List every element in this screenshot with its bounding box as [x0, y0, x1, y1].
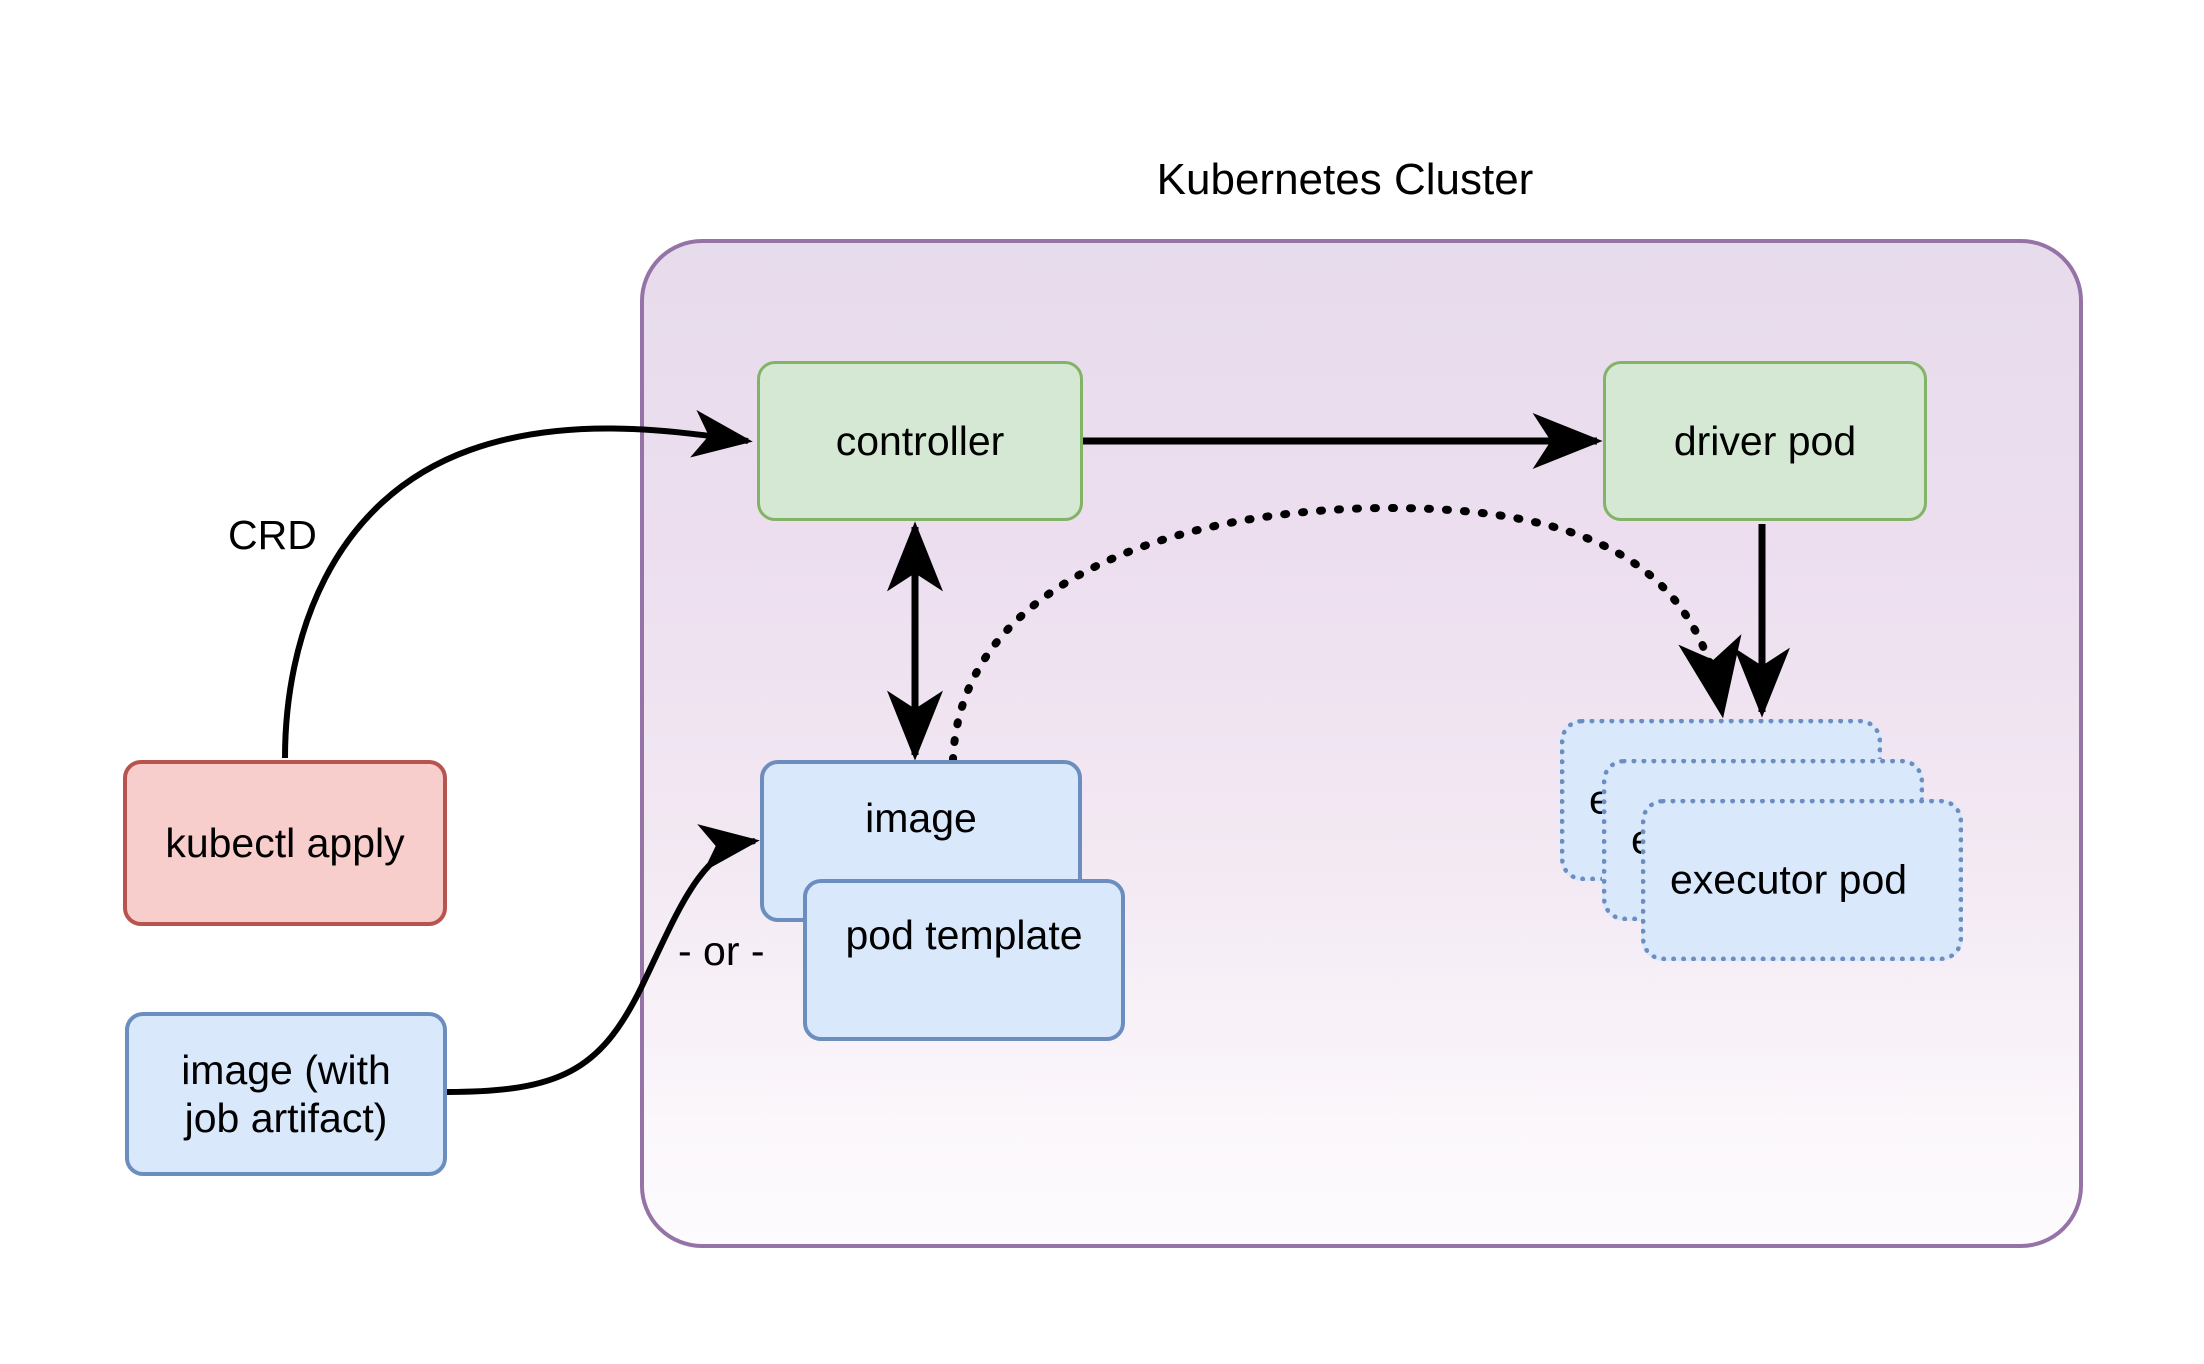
node-image-with-job-artifact-line1: image (with [181, 1046, 391, 1093]
edge-image-to-executor-pods [949, 503, 1742, 764]
node-pod-template[interactable]: pod template [803, 879, 1125, 1041]
node-executor-pod-front[interactable]: executor pod [1641, 799, 1963, 961]
edge-artifact-image-to-image [446, 824, 760, 1095]
node-image-with-job-artifact-line2: job artifact) [184, 1095, 388, 1141]
node-executor-pod-front-label: executor pod [1670, 856, 1908, 903]
node-controller-label: controller [835, 417, 1005, 464]
node-kubectl-apply-label: kubectl apply [165, 819, 405, 866]
node-driver-pod-label: driver pod [1673, 417, 1857, 464]
node-controller[interactable]: controller [757, 361, 1083, 521]
edge-kubectl-apply-to-controller [282, 409, 753, 759]
node-driver-pod[interactable]: driver pod [1603, 361, 1927, 521]
edge-label-crd: CRD [228, 512, 317, 558]
cluster-title: Kubernetes Cluster [1156, 155, 1534, 204]
node-kubectl-apply[interactable]: kubectl apply [123, 760, 447, 926]
node-pod-template-label: pod template [845, 912, 1083, 958]
node-image-with-job-artifact[interactable]: image (with job artifact) [125, 1012, 447, 1176]
or-separator-label: - or - [678, 928, 765, 974]
node-image-label: image [865, 795, 977, 841]
